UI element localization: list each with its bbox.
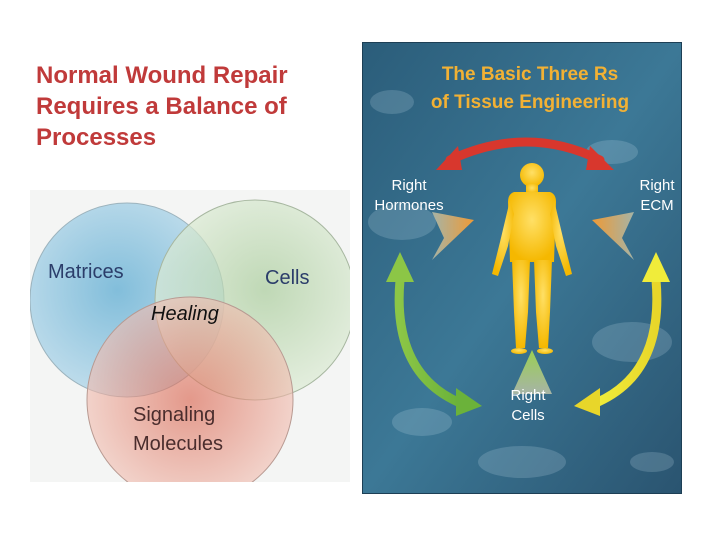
label-right-cells-1: Right xyxy=(510,387,546,404)
hormones-wedge-arrow xyxy=(432,212,474,260)
tissue-engineering-panel: The Basic Three Rs of Tissue Engineering xyxy=(362,42,682,494)
slide-title-line-2: Requires a Balance of xyxy=(36,93,287,120)
venn-label-healing: Healing xyxy=(151,303,219,325)
label-right-ecm-1: Right xyxy=(639,177,675,194)
venn-label-matrices: Matrices xyxy=(48,261,124,283)
panel-title-line-2: of Tissue Engineering xyxy=(431,92,629,113)
cells-wedge-arrow xyxy=(512,350,552,394)
ecm-wedge-arrow xyxy=(592,212,634,260)
venn-diagram: Matrices Cells Healing Signaling Molecul… xyxy=(30,190,350,482)
venn-label-cells: Cells xyxy=(265,267,309,289)
venn-label-signaling: Signaling xyxy=(133,404,215,426)
slide-title-line-3: Processes xyxy=(36,124,157,151)
venn-circle-signaling xyxy=(86,296,294,482)
label-right-cells-2: Cells xyxy=(511,407,544,424)
yellow-double-arrow xyxy=(574,252,670,416)
label-right-ecm-2: ECM xyxy=(640,197,673,214)
panel-title-line-1: The Basic Three Rs xyxy=(442,64,618,85)
human-figure xyxy=(492,163,572,354)
red-double-arrow xyxy=(436,137,614,170)
slide-title-line-1: Normal Wound Repair xyxy=(36,62,288,89)
label-right-hormones-2: Hormones xyxy=(374,197,443,214)
venn-label-molecules: Molecules xyxy=(133,433,223,455)
green-double-arrow xyxy=(386,252,482,416)
slide-title: Normal Wound Repair Requires a Balance o… xyxy=(36,60,356,153)
label-right-hormones-1: Right xyxy=(391,177,427,194)
